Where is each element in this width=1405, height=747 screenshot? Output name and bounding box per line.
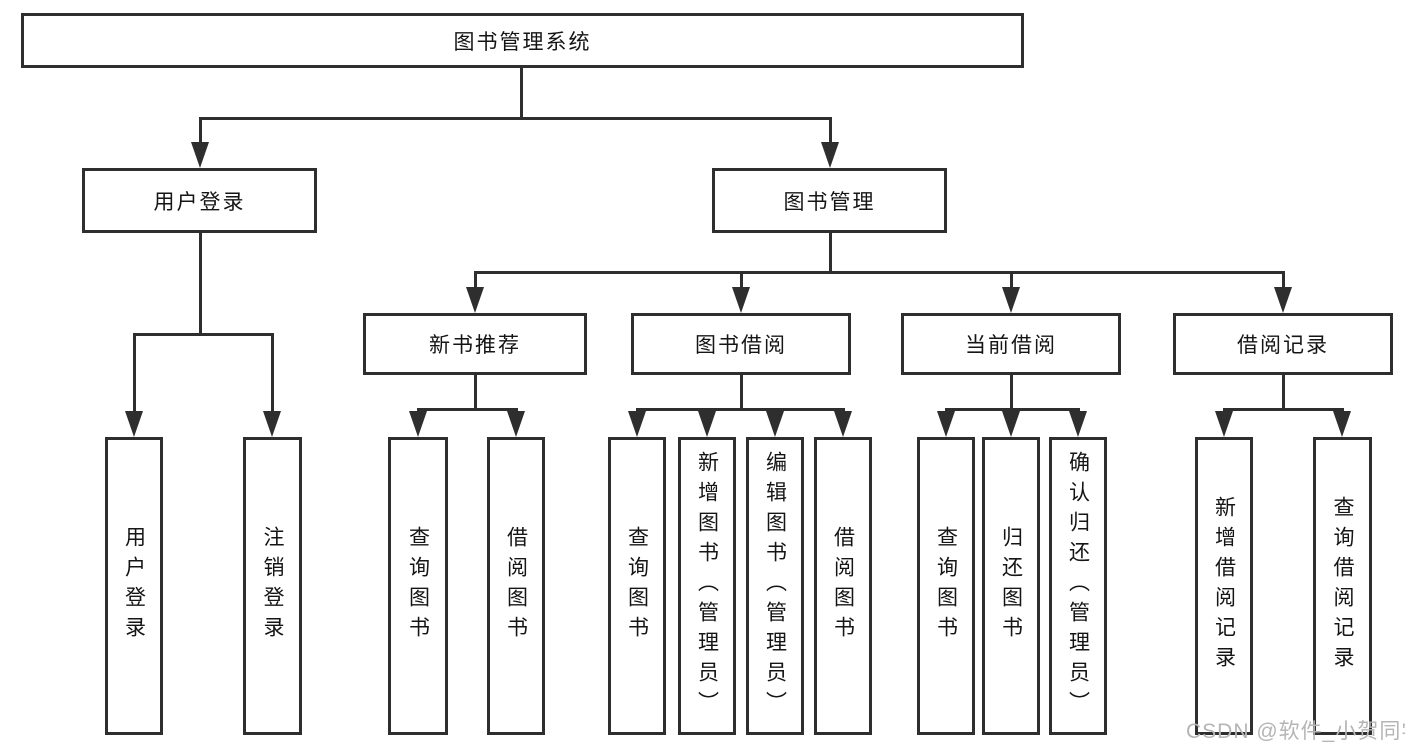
connector-shaft-borrow-records: [1282, 273, 1285, 290]
down-arrowhead-leaf-bb-add: [698, 411, 716, 437]
down-arrowhead-leaf-nbr-query: [409, 411, 427, 437]
connector-branch-current-borrow: [945, 408, 1080, 411]
down-arrowhead-leaf-br-query: [1333, 411, 1351, 437]
leaf-logout: 注销登录: [243, 437, 302, 735]
leaf-cb-confirm-return: 确认归还（管理员）: [1049, 437, 1107, 735]
leaf-nbr-borrow-books-label: 借阅图书: [504, 526, 528, 646]
connector-riser-user-login: [199, 231, 202, 336]
connector-riser-book-borrow: [740, 373, 743, 410]
leaf-nbr-query-books-label: 查询图书: [406, 526, 430, 646]
leaf-bb-add-books: 新增图书（管理员）: [678, 437, 736, 735]
connector-shaft-user-login: [199, 119, 202, 145]
node-user-login: 用户登录: [82, 168, 317, 233]
leaf-user-login: 用户登录: [105, 437, 163, 735]
leaf-bb-add-books-label: 新增图书（管理员）: [695, 451, 719, 721]
leaf-br-add-record-label: 新增借阅记录: [1212, 496, 1236, 676]
node-current-borrow: 当前借阅: [901, 313, 1121, 375]
down-arrowhead-leaf-br-add: [1215, 411, 1233, 437]
watermark: CSDN @软件_小贺同学: [1186, 720, 1405, 743]
connector-shaft-book-management: [829, 119, 832, 145]
connector-riser-new-book-recommend: [474, 373, 477, 410]
root-node-label: 图书管理系统: [453, 30, 592, 54]
connector-branch-borrow-records: [1223, 408, 1344, 411]
node-book-borrow: 图书借阅: [631, 313, 851, 375]
down-arrowhead-leaf-bb-query: [628, 411, 646, 437]
leaf-bb-borrow-books-label: 借阅图书: [831, 526, 855, 646]
connector-shaft-current-borrow: [1010, 273, 1013, 290]
node-user-login-label: 用户登录: [153, 190, 246, 214]
down-arrowhead-user-login: [191, 142, 209, 168]
node-book-management: 图书管理: [712, 168, 947, 233]
leaf-nbr-query-books: 查询图书: [388, 437, 448, 735]
node-borrow-records: 借阅记录: [1173, 313, 1393, 375]
connector-riser-root: [520, 66, 523, 119]
down-arrowhead-leaf-user-login: [125, 411, 143, 437]
leaf-bb-borrow-books: 借阅图书: [814, 437, 872, 735]
leaf-cb-query-books: 查询图书: [917, 437, 975, 735]
node-new-book-recommend-label: 新书推荐: [429, 334, 521, 357]
down-arrowhead-leaf-cb-query: [937, 411, 955, 437]
down-arrowhead-leaf-bb-borrow: [834, 411, 852, 437]
connector-shaft-leaf-logout: [271, 335, 274, 414]
connector-shaft-new-book-recommend: [474, 273, 477, 290]
down-arrowhead-leaf-logout: [263, 411, 281, 437]
node-book-borrow-label: 图书借阅: [695, 334, 787, 357]
leaf-nbr-borrow-books: 借阅图书: [487, 437, 545, 735]
connector-branch-new-book-recommend: [417, 408, 518, 411]
down-arrowhead-leaf-cb-confirm: [1069, 411, 1087, 437]
down-arrowhead-new-book-recommend: [466, 287, 484, 313]
leaf-bb-edit-books-label: 编辑图书（管理员）: [763, 451, 787, 721]
leaf-cb-return-books-label: 归还图书: [999, 526, 1023, 646]
connector-riser-book-management: [829, 231, 832, 273]
node-current-borrow-label: 当前借阅: [965, 334, 1057, 357]
down-arrowhead-leaf-cb-return: [1002, 411, 1020, 437]
down-arrowhead-borrow-records: [1274, 287, 1292, 313]
connector-branch-level2: [199, 117, 832, 120]
down-arrowhead-current-borrow: [1002, 287, 1020, 313]
down-arrowhead-leaf-nbr-borrow: [507, 411, 525, 437]
connector-shaft-book-borrow: [740, 273, 743, 290]
node-borrow-records-label: 借阅记录: [1237, 334, 1329, 357]
leaf-cb-confirm-return-label: 确认归还（管理员）: [1066, 451, 1090, 721]
leaf-user-login-label: 用户登录: [122, 526, 146, 646]
down-arrowhead-leaf-bb-edit: [766, 411, 784, 437]
down-arrowhead-book-borrow: [732, 287, 750, 313]
leaf-br-query-record: 查询借阅记录: [1313, 437, 1372, 735]
node-new-book-recommend: 新书推荐: [363, 313, 587, 375]
leaf-cb-query-books-label: 查询图书: [934, 526, 958, 646]
leaf-logout-label: 注销登录: [261, 526, 284, 646]
down-arrowhead-book-management: [821, 142, 839, 168]
connector-shaft-leaf-user-login: [133, 335, 136, 414]
connector-riser-current-borrow: [1010, 373, 1013, 410]
leaf-bb-query-books-label: 查询图书: [625, 526, 649, 646]
leaf-br-add-record: 新增借阅记录: [1195, 437, 1253, 735]
leaf-br-query-record-label: 查询借阅记录: [1331, 496, 1354, 676]
connector-branch-user-login: [133, 333, 274, 336]
root-node: 图书管理系统: [21, 13, 1024, 68]
leaf-cb-return-books: 归还图书: [982, 437, 1040, 735]
connector-riser-borrow-records: [1282, 373, 1285, 410]
node-book-management-label: 图书管理: [783, 190, 876, 214]
leaf-bb-edit-books: 编辑图书（管理员）: [746, 437, 804, 735]
leaf-bb-query-books: 查询图书: [608, 437, 666, 735]
connector-branch-book-borrow: [636, 408, 845, 411]
connector-branch-book-management: [474, 271, 1285, 274]
